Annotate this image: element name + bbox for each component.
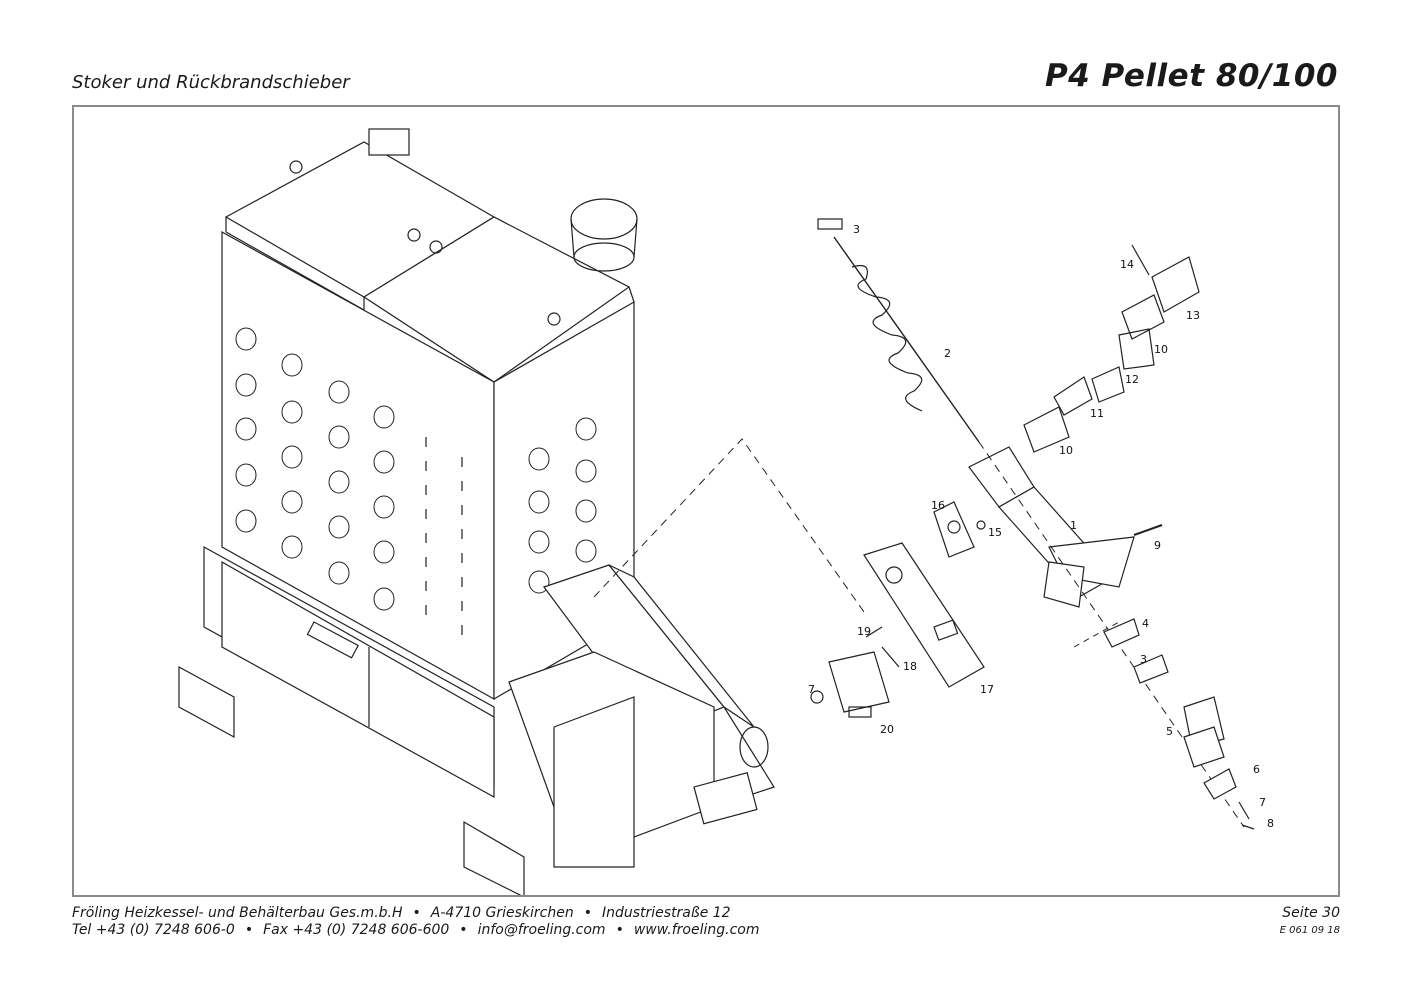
page-title: P4 Pellet 80/100: [1044, 58, 1338, 94]
document-code: E 061 09 18: [1279, 925, 1340, 936]
boiler-illustration: [178, 128, 775, 895]
company-website: www.froeling.com: [633, 922, 760, 938]
callout-6: 6: [1253, 763, 1260, 776]
footer-contact: Fröling Heizkessel- und Behälterbau Ges.…: [72, 905, 760, 939]
footer-line-2: Tel +43 (0) 7248 606-0•Fax +43 (0) 7248 …: [72, 922, 760, 938]
callout-13: 13: [1186, 309, 1200, 322]
callout-19: 19: [857, 625, 871, 638]
callout-14: 14: [1120, 258, 1134, 271]
page-number: Seite 30: [1282, 905, 1340, 921]
callout-12: 12: [1125, 373, 1139, 386]
drawing-frame: 1 2 3 3 4 5 6 7 7 8 9 10 10 11 12 13 14 …: [72, 105, 1340, 897]
callout-2: 2: [944, 347, 951, 360]
company-city: A-4710 Grieskirchen: [430, 905, 574, 921]
part-callouts: 1 2 3 3 4 5 6 7 7 8 9 10 10 11 12 13 14 …: [808, 223, 1274, 830]
footer-line-1: Fröling Heizkessel- und Behälterbau Ges.…: [72, 905, 731, 921]
exploded-view-drawing: 1 2 3 3 4 5 6 7 7 8 9 10 10 11 12 13 14 …: [178, 128, 1274, 895]
company-email: info@froeling.com: [477, 922, 606, 938]
callout-7: 7: [808, 683, 815, 696]
callout-3: 3: [853, 223, 860, 236]
callout-17: 17: [980, 683, 994, 696]
callout-8: 8: [1267, 817, 1274, 830]
exploded-parts: [810, 218, 1255, 830]
callout-20: 20: [880, 723, 894, 736]
callout-1: 1: [1070, 519, 1077, 532]
callout-3b: 3: [1140, 653, 1147, 666]
callout-10: 10: [1154, 343, 1168, 356]
callout-18: 18: [903, 660, 917, 673]
company-name: Fröling Heizkessel- und Behälterbau Ges.…: [72, 905, 403, 921]
callout-15: 15: [988, 526, 1002, 539]
callout-4: 4: [1142, 617, 1149, 630]
callout-9: 9: [1154, 539, 1161, 552]
callout-5: 5: [1166, 725, 1173, 738]
company-fax: Fax +43 (0) 7248 606-600: [263, 922, 450, 938]
callout-7b: 7: [1259, 796, 1266, 809]
company-street: Industriestraße 12: [601, 905, 731, 921]
callout-10b: 10: [1059, 444, 1073, 457]
company-tel: Tel +43 (0) 7248 606-0: [72, 922, 235, 938]
page-subtitle: Stoker und Rückbrandschieber: [72, 72, 350, 93]
callout-11: 11: [1090, 407, 1104, 420]
callout-16: 16: [931, 499, 945, 512]
